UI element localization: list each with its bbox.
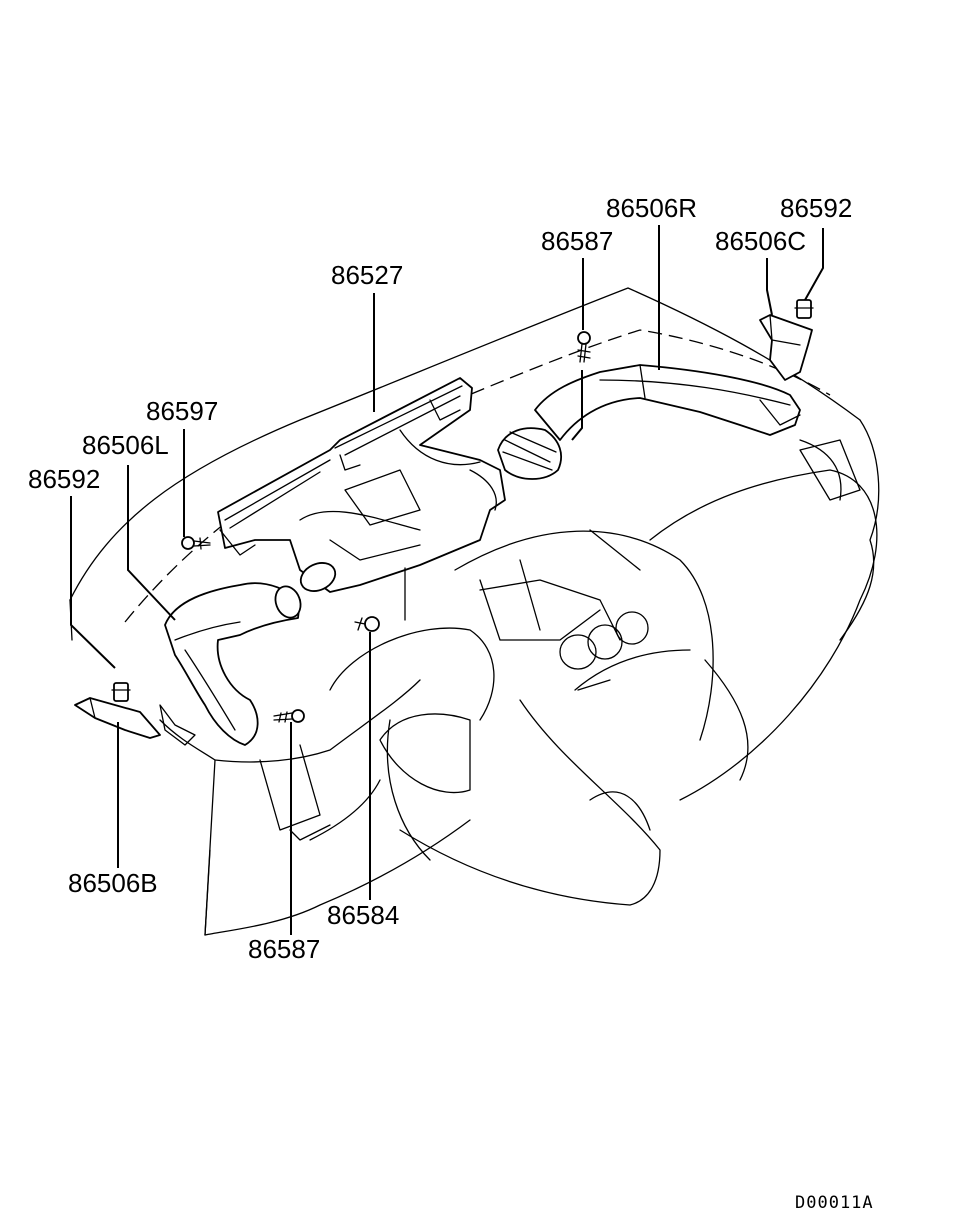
callout-86506B: 86506B bbox=[68, 868, 158, 898]
bracket-86506B bbox=[74, 697, 161, 739]
clip-86592-right bbox=[794, 299, 814, 319]
drawing-code: D00011A bbox=[795, 1193, 874, 1210]
callout-86592-right: 86592 bbox=[780, 193, 852, 223]
leader-lines bbox=[70, 225, 824, 935]
callout-86506L: 86506L bbox=[82, 430, 169, 460]
clip-86584 bbox=[354, 616, 380, 632]
callout-86587-top: 86587 bbox=[541, 226, 613, 256]
callout-86597: 86597 bbox=[146, 396, 218, 426]
screw-86597 bbox=[181, 536, 211, 550]
callout-86587-bottom: 86587 bbox=[248, 934, 320, 964]
right-duct-86506R bbox=[497, 364, 801, 480]
bracket-86506C bbox=[759, 314, 813, 381]
callout-86506C: 86506C bbox=[715, 226, 806, 256]
callout-86584: 86584 bbox=[327, 900, 399, 930]
callout-86592-left: 86592 bbox=[28, 464, 100, 494]
callout-86527: 86527 bbox=[331, 260, 403, 290]
clip-86592-left bbox=[111, 682, 131, 702]
callout-86506R: 86506R bbox=[606, 193, 697, 223]
screw-86587-top bbox=[577, 331, 591, 363]
center-duct-86527 bbox=[217, 377, 506, 621]
screw-86587-bottom bbox=[273, 709, 305, 723]
left-duct-86506L bbox=[159, 582, 302, 746]
